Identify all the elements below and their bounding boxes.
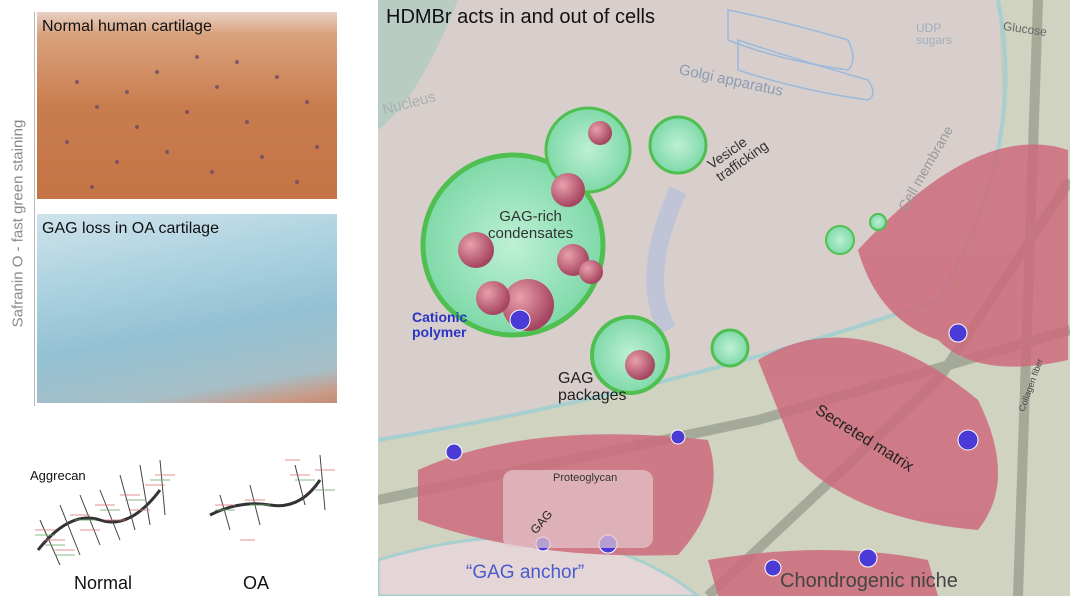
gag-label: GAG [558, 370, 594, 387]
packages-label: packages [558, 387, 627, 404]
golgi-apparatus [727, 9, 874, 101]
photo-caption: Normal human cartilage [42, 18, 212, 35]
proteoglycan-label: Proteoglycan [553, 472, 618, 484]
main-title: HDMBr acts in and out of cells [386, 6, 655, 28]
proteoglycan-inset [503, 470, 653, 548]
gag-anchor-label: “GAG anchor” [466, 562, 585, 583]
polymer-label: polymer [412, 324, 467, 340]
oa-cartilage-image: GAG loss in OA cartilage [37, 214, 337, 403]
chondrocyte-dots [65, 55, 319, 189]
illustration-graphics [378, 0, 1070, 596]
photo-caption: GAG loss in OA cartilage [42, 220, 219, 237]
chondrogenic-niche-label: Chondrogenic niche [780, 570, 958, 592]
normal-backbone [36, 489, 162, 551]
aggrecan-schematic: Aggrecan [30, 454, 335, 566]
staining-label: Safranin O - fast green staining [9, 119, 27, 328]
sugars-label: sugars [916, 33, 953, 47]
condensates-text: condensates [488, 225, 574, 242]
cell-membrane [378, 0, 1008, 442]
cell-illustration: HDMBr acts in and out of cells Nucleus G… [378, 0, 1070, 596]
nucleus [378, 0, 458, 130]
normal-cartilage-image: Normal human cartilage [37, 12, 337, 199]
gag-rich-label: GAG-rich [499, 208, 562, 225]
oa-label: OA [243, 573, 270, 593]
divider [34, 12, 35, 406]
udp-label: UDP [916, 21, 942, 35]
trafficking-arrow [646, 186, 687, 335]
cationic-label: Cationic [412, 309, 468, 325]
aggrecan-label: Aggrecan [30, 468, 86, 483]
normal-label: Normal [74, 573, 133, 593]
